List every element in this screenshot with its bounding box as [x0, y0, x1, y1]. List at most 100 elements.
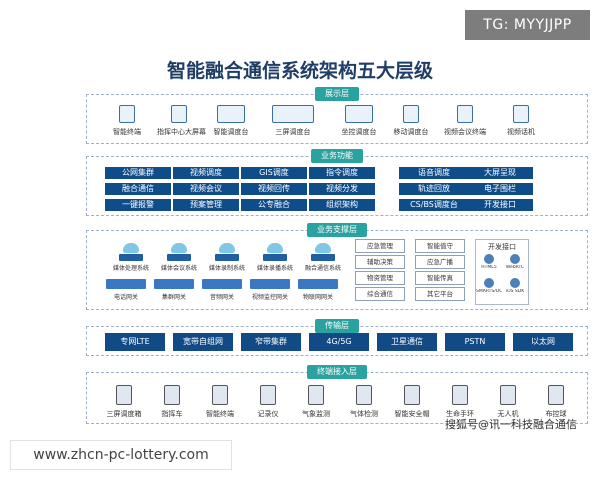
display-item-label: 智能终端	[113, 128, 141, 136]
api-item-icon	[484, 254, 494, 264]
business-function: 指令调度	[309, 167, 375, 179]
display-item-label: 三屏调度台	[275, 128, 311, 136]
api-item-label: HTML5	[481, 265, 497, 270]
display-item: 视频会议终端	[443, 105, 487, 137]
api-item-icon	[510, 254, 520, 264]
support-app: 综合通信	[355, 287, 405, 301]
display-layer-label: 展示层	[315, 87, 359, 101]
watermark-right: 搜狐号@讯一科技融合通信	[445, 418, 577, 431]
access-item: 三屏调度箱	[101, 385, 147, 419]
access-item: 气体检测	[341, 385, 387, 419]
server-icon	[167, 254, 191, 261]
server-icon	[119, 254, 143, 261]
gateway-icon	[250, 279, 290, 289]
business-function: CS/BS调度台	[399, 199, 469, 211]
display-item: 三屏调度台	[265, 105, 321, 137]
display-item-label: 移动调度台	[393, 128, 429, 136]
api-item: SMARTS/OCR	[476, 278, 502, 294]
access-item-label: 气体检测	[350, 410, 378, 418]
gateway: 集群网关	[151, 279, 197, 301]
display-item: 智能终端	[105, 105, 149, 137]
support-app: 物资管理	[355, 271, 405, 285]
cloud-icon	[171, 243, 187, 253]
display-item-icon	[403, 105, 419, 123]
support-server: 媒体录制系统	[205, 243, 249, 272]
business-function: GIS调度	[241, 167, 307, 179]
support-app: 应急广播	[415, 255, 465, 269]
gateway: 电话网关	[103, 279, 149, 301]
device-icon	[260, 385, 276, 405]
support-server: 融合通信系统	[301, 243, 345, 272]
api-item-label: iOS SDK	[505, 289, 525, 294]
access-layer: 终端接入层 三屏调度箱指挥车智能终端记录仪气象监测气体检测智能安全帽生命手环无人…	[86, 365, 588, 424]
gateway-icon	[298, 279, 338, 289]
business-function: 开发接口	[467, 199, 533, 211]
display-item: 坐控调度台	[331, 105, 387, 137]
display-item-icon	[513, 105, 529, 123]
page-title: 智能融合通信系统架构五大层级	[166, 60, 433, 82]
cloud-icon	[267, 243, 283, 253]
gateway-label: 音频网关	[209, 294, 234, 301]
support-layer: 业务支撑层 媒体处理系统媒体会议系统媒体录制系统媒体录播系统融合通信系统 电话网…	[86, 223, 588, 310]
gateway-icon	[106, 279, 146, 289]
gateway: 物联网网关	[295, 279, 341, 301]
display-item-label: 智能调度台	[213, 128, 249, 136]
device-icon	[548, 385, 564, 405]
business-function: 视频调度	[173, 167, 239, 179]
access-item: 智能安全帽	[389, 385, 435, 419]
server-icon	[263, 254, 287, 261]
support-server-label: 媒体录播系统	[256, 265, 293, 272]
gateway-label: 物联网网关	[302, 294, 333, 301]
device-icon	[356, 385, 372, 405]
gateway-label: 集群网关	[161, 294, 186, 301]
display-item: 指挥中心大屏幕	[157, 105, 206, 137]
support-server: 媒体会议系统	[157, 243, 201, 272]
access-item-label: 无人机	[497, 410, 519, 418]
transport-item: 4G/5G	[309, 333, 369, 351]
transport-item: 宽带自组网	[173, 333, 233, 351]
server-icon	[215, 254, 239, 261]
display-item-icon	[171, 105, 187, 123]
access-item-label: 指挥车	[161, 410, 183, 418]
device-icon	[308, 385, 324, 405]
gateway-icon	[202, 279, 242, 289]
transport-item: 窄带集群	[241, 333, 301, 351]
support-app: 应急管理	[355, 239, 405, 253]
device-icon	[116, 385, 132, 405]
cloud-icon	[123, 243, 139, 253]
display-item-icon	[217, 105, 245, 123]
watermark-top: TG: MYYJJPP	[465, 10, 590, 40]
access-item: 指挥车	[149, 385, 195, 419]
access-item: 无人机	[485, 385, 531, 419]
support-server: 媒体录播系统	[253, 243, 297, 272]
device-icon	[164, 385, 180, 405]
business-function: 公网集群	[105, 167, 171, 179]
access-item-label: 智能终端	[206, 410, 234, 418]
transport-item: 卫星通信	[377, 333, 437, 351]
display-item-icon	[345, 105, 373, 123]
device-icon	[404, 385, 420, 405]
access-item-label: 布控球	[545, 410, 567, 418]
api-item: WebRTC	[502, 254, 528, 270]
display-item: 智能调度台	[209, 105, 253, 137]
display-item-label: 视频话机	[507, 128, 535, 136]
business-function: 视频会议	[173, 183, 239, 195]
access-item: 智能终端	[197, 385, 243, 419]
display-item: 视频话机	[499, 105, 543, 137]
access-item: 气象监测	[293, 385, 339, 419]
business-function: 视频回传	[241, 183, 307, 195]
business-function: 一键报警	[105, 199, 171, 211]
api-item-label: WebRTC	[505, 265, 525, 270]
watermark-bottom: www.zhcn-pc-lottery.com	[10, 440, 232, 470]
transport-item: 以太网	[513, 333, 573, 351]
access-item: 布控球	[533, 385, 579, 419]
api-item-label: SMARTS/OCR	[476, 289, 502, 294]
access-item-label: 三屏调度箱	[106, 410, 142, 418]
access-item-label: 生命手环	[446, 410, 474, 418]
api-item: HTML5	[476, 254, 502, 270]
access-item-label: 记录仪	[257, 410, 279, 418]
gateway: 音频网关	[199, 279, 245, 301]
